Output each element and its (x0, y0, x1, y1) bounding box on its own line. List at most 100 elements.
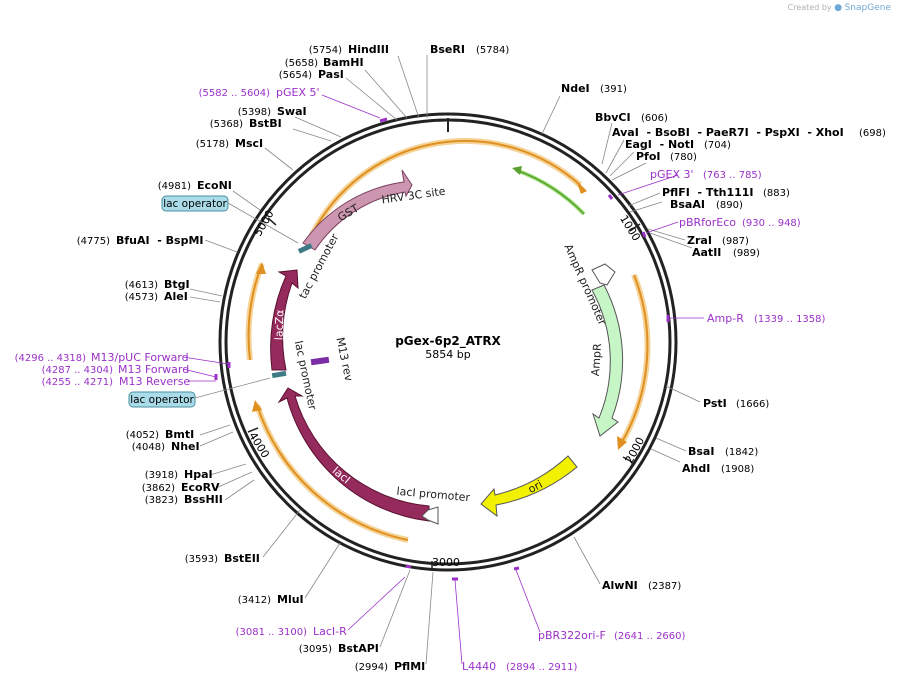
site-bmti-pos: (4052) (126, 430, 159, 441)
snapgene-logo: ● (834, 3, 843, 13)
laci-feature[interactable] (277, 387, 430, 522)
site-alwni-pos: (2387) (648, 581, 681, 592)
lac-operator-upper[interactable]: lac operator (161, 195, 229, 212)
primer-pbr322ori-f-pos: (2641 .. 2660) (614, 631, 686, 642)
site-ndei-pos: (391) (600, 84, 627, 95)
site-bmti: BmtI (165, 428, 194, 441)
site-bbvci: BbvCI (595, 111, 631, 124)
primer-pgex3-pos: (763 .. 785) (703, 170, 762, 181)
site-bamhi: BamHI (323, 56, 364, 69)
gst-feature[interactable] (302, 169, 413, 251)
lacza-label: lacZα (272, 309, 286, 340)
site-pflmi-pos: (2994) (355, 662, 388, 673)
site-tth111i-group-pos: (883) (763, 188, 790, 199)
site-hpai: HpaI (184, 468, 213, 481)
ori-label: ori (526, 478, 545, 496)
site-noti-group: EagI - NotI (625, 138, 694, 151)
primer-pbrforeco: pBRforEco (679, 216, 736, 229)
site-bsaai-pos: (890) (716, 200, 743, 211)
site-mlui: MluI (277, 593, 304, 606)
primer-laci-r-pos: (3081 .. 3100) (236, 627, 308, 638)
site-nhei: NheI (171, 440, 200, 453)
site-psti: PstI (703, 397, 727, 410)
ampr-promoter-label: AmpR promoter (561, 242, 609, 328)
lac-operator-mark-lower (271, 370, 287, 379)
site-ecorv-pos: (3862) (142, 483, 175, 494)
site-aatii-pos: (989) (733, 248, 760, 259)
credit-brand: SnapGene (844, 3, 891, 13)
site-bstapi: BstAPI (338, 642, 379, 655)
site-btgi-pos: (4613) (125, 280, 158, 291)
laci-promoter-feature[interactable] (421, 506, 439, 525)
site-psti-pos: (1666) (736, 399, 769, 410)
ampr-promoter-feature[interactable] (591, 263, 616, 286)
site-alei: AleI (164, 290, 188, 303)
site-msci: MscI (235, 137, 263, 150)
primer-m13-forward: M13 Forward (118, 363, 189, 376)
site-mlui-pos: (3412) (238, 595, 271, 606)
backbone-outer-ring (218, 112, 678, 572)
site-aatii: AatII (692, 246, 721, 259)
lac-operator-lower[interactable]: lac operator (128, 391, 196, 408)
site-zrai: ZraI (687, 234, 712, 247)
site-ndei: NdeI (561, 82, 590, 95)
site-bsai-pos: (1842) (725, 447, 758, 458)
site-zrai-pos: (987) (722, 236, 749, 247)
site-bsai: BsaI (688, 445, 714, 458)
plasmid-name: pGex-6p2_ATRX (395, 334, 501, 349)
site-ecorv: EcoRV (181, 481, 220, 494)
primer-l4440-pos: (2894 .. 2911) (506, 662, 578, 673)
site-pflmi: PflMI (394, 660, 425, 673)
primer-pbrforeco-pos: (930 .. 948) (742, 218, 801, 229)
site-btgi: BtgI (164, 278, 190, 291)
ampr-label: AmpR (589, 343, 604, 377)
site-swai-pos: (5398) (238, 107, 271, 118)
site-pfoi-pos: (780) (670, 152, 697, 163)
tick-marks (247, 118, 641, 571)
lac-operator-upper-label: lac operator (163, 198, 227, 210)
tick-3000: 3000 (432, 556, 460, 569)
site-econi: EcoNI (197, 179, 232, 192)
lacza-feature[interactable] (270, 269, 299, 371)
m13-rev-mark (310, 356, 330, 366)
site-pfoi: PfoI (636, 150, 661, 163)
primer-ampr: Amp-R (707, 312, 744, 325)
site-econi-pos: (4981) (158, 181, 191, 192)
primer-pgex5-pos: (5582 .. 5604) (199, 88, 271, 99)
orf-arcs (245, 138, 651, 543)
tac-promoter-mark (297, 243, 313, 254)
lac-operator-lower-leader (194, 377, 271, 399)
site-xhoi-group-pos: (698) (859, 128, 886, 139)
primer-marks (214, 117, 670, 581)
ori-feature[interactable] (480, 455, 578, 518)
site-bamhi-pos: (5658) (285, 58, 318, 69)
site-tth111i-group: PflFI - Tth111I (662, 186, 754, 199)
site-bsteii: BstEII (224, 552, 260, 565)
site-noti-group-pos: (704) (704, 140, 731, 151)
green-arc (512, 166, 586, 216)
primer-m13-puc-forward: M13/pUC Forward (91, 351, 189, 364)
primer-pgex3: pGEX 3' (650, 168, 694, 181)
site-pasi: PasI (318, 68, 344, 81)
site-bstapi-pos: (3095) (299, 644, 332, 655)
site-bspmi-group: BfuAI - BspMI (116, 234, 204, 247)
primer-l4440: L4440 (462, 660, 496, 673)
credit-prefix: Created by (787, 3, 832, 12)
ampr-feature[interactable] (591, 284, 624, 437)
m13-rev-label: M13 rev (333, 336, 355, 383)
primer-pgex5: pGEX 5' (276, 86, 320, 99)
lac-operator-upper-leader (227, 202, 299, 244)
site-bspmi-group-pos: (4775) (77, 236, 110, 247)
site-bsteii-pos: (3593) (185, 554, 218, 565)
site-swai: SwaI (277, 105, 307, 118)
lac-operator-lower-label: lac operator (130, 394, 194, 406)
site-nhei-pos: (4048) (132, 442, 165, 453)
site-bsshii: BssHII (184, 493, 223, 506)
site-bsshii-pos: (3823) (145, 495, 178, 506)
snapgene-credit: Created by ● SnapGene (788, 3, 891, 13)
primer-m13-reverse: M13 Reverse (119, 375, 190, 388)
site-bstbi-pos: (5368) (210, 119, 243, 130)
primer-m13-reverse-pos: (4255 .. 4271) (42, 377, 114, 388)
site-ahdi-pos: (1908) (721, 464, 754, 475)
